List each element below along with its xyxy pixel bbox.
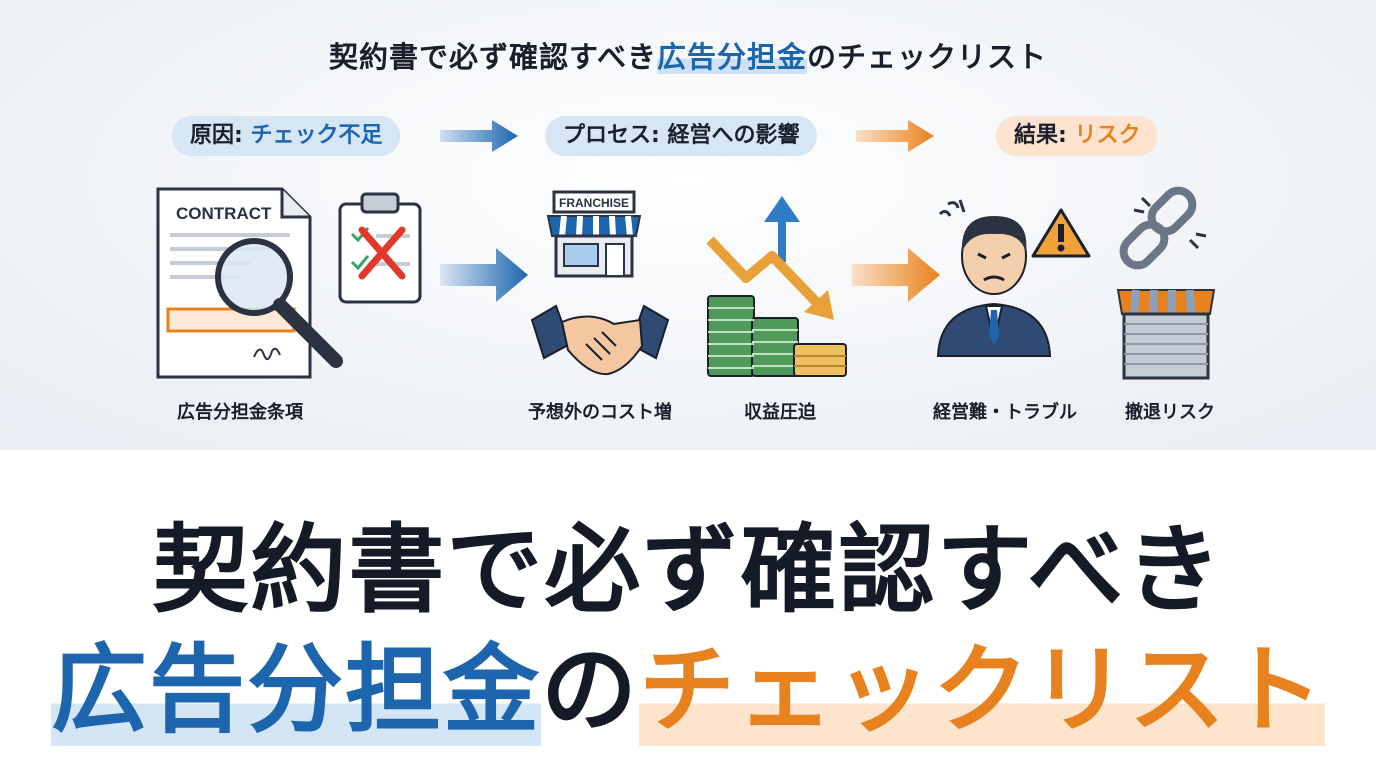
money-stacks-icon bbox=[707, 295, 847, 377]
headline-line1: 契約書で必ず確認すべき bbox=[152, 514, 1224, 626]
clipboard-x-icon bbox=[338, 192, 422, 304]
closed-shop-icon bbox=[1116, 289, 1216, 380]
flow-cause-pill: 原因: チェック不足 bbox=[172, 116, 401, 156]
handshake-icon bbox=[530, 304, 670, 376]
headline-blue: 広告分担金 bbox=[51, 634, 541, 746]
flow-process-pill: プロセス: 経営への影響 bbox=[545, 116, 818, 156]
flow-value: チェック不足 bbox=[250, 123, 383, 148]
caption-trouble: 経営難・トラブル bbox=[933, 402, 1077, 423]
infographic-title: 契約書で必ず確認すべき広告分担金のチェックリスト bbox=[0, 34, 1376, 76]
caption-profit: 収益圧迫 bbox=[744, 402, 816, 423]
warning-icon bbox=[1031, 208, 1091, 258]
title-part: 契約書で必ず確認すべき bbox=[328, 40, 657, 74]
flow-value: 経営への影響 bbox=[667, 123, 800, 148]
caption-clause: 広告分担金条項 bbox=[177, 402, 303, 423]
franchise-store-icon: FRANCHISE bbox=[546, 190, 642, 278]
title-part: のチェックリスト bbox=[806, 40, 1047, 74]
title-highlight: 広告分担金 bbox=[656, 40, 807, 74]
headline-line2: 広告分担金のチェックリスト bbox=[0, 612, 1376, 751]
caption-cost: 予想外のコスト増 bbox=[528, 402, 672, 423]
headline-mid: の bbox=[541, 634, 639, 746]
flow-value: リスク bbox=[1074, 123, 1141, 148]
flow-result-pill: 結果: リスク bbox=[996, 116, 1159, 156]
worried-person-icon bbox=[936, 199, 1052, 357]
flow-label: 原因: bbox=[190, 123, 251, 148]
flow-label: 結果: bbox=[1014, 123, 1075, 148]
caption-withdraw: 撤退リスク bbox=[1125, 402, 1215, 423]
contract-magnifier-icon: CONTRACT bbox=[156, 187, 343, 379]
broken-chain-icon bbox=[1119, 186, 1207, 270]
flow-label: プロセス: bbox=[563, 123, 668, 148]
contract-label: CONTRACT bbox=[176, 204, 272, 223]
franchise-label: FRANCHISE bbox=[559, 196, 629, 210]
arrow-right-icon bbox=[440, 120, 518, 152]
headline-orange: チェックリスト bbox=[639, 634, 1325, 746]
arrow-right-icon bbox=[852, 248, 940, 302]
arrow-right-icon bbox=[856, 120, 934, 152]
arrow-right-icon bbox=[440, 248, 528, 302]
declining-chart-icon bbox=[706, 196, 834, 320]
